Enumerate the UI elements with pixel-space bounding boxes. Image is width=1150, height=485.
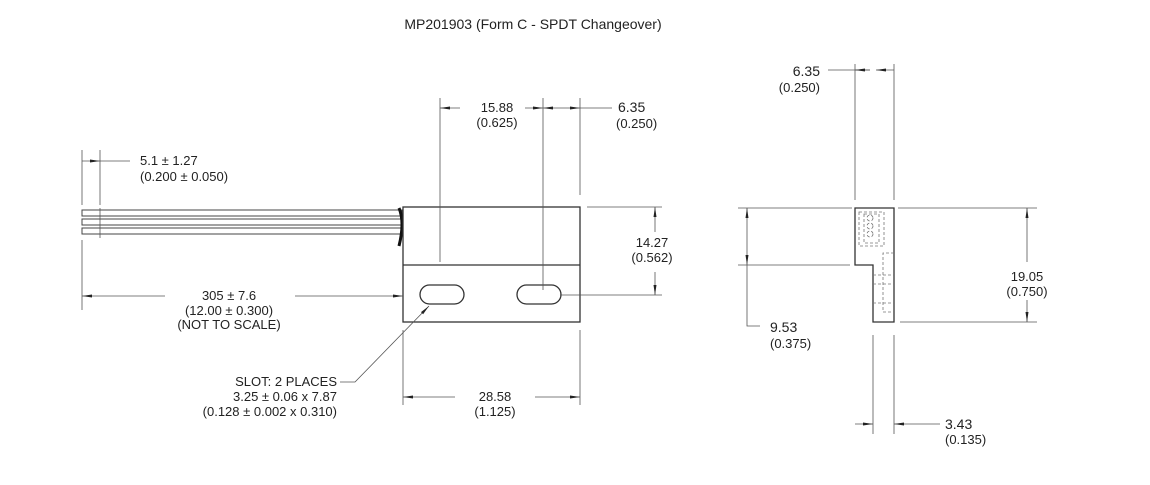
slot-spacing-mm: 15.88 <box>481 100 514 115</box>
side-profile <box>854 207 895 323</box>
side-width-in: (0.250) <box>779 80 820 95</box>
side-width-mm: 6.35 <box>793 63 820 79</box>
slot-height-in: (0.562) <box>631 250 672 265</box>
slot-note-line3: (0.128 ± 0.002 x 0.310) <box>203 404 337 419</box>
step-height-in: (0.375) <box>770 336 811 351</box>
lead-length-in: (12.00 ± 0.300) <box>185 303 273 318</box>
strip-length-mm: 5.1 ± 1.27 <box>140 153 198 168</box>
total-height-mm: 19.05 <box>1011 269 1044 284</box>
slot-spacing-in: (0.625) <box>476 115 517 130</box>
flange-in: (0.135) <box>945 432 986 447</box>
body-length-in: (1.125) <box>474 404 515 419</box>
step-height-mm: 9.53 <box>770 319 797 335</box>
slot-height-mm: 14.27 <box>636 235 669 250</box>
flange-mm: 3.43 <box>945 416 972 432</box>
slot-edge-mm: 6.35 <box>618 99 645 115</box>
lead-length-mm: 305 ± 7.6 <box>202 288 256 303</box>
body-length-mm: 28.58 <box>479 389 512 404</box>
strip-length-in: (0.200 ± 0.050) <box>140 169 228 184</box>
slot-note-line1: SLOT: 2 PLACES <box>235 374 337 389</box>
wire-leads <box>81 207 404 247</box>
slot-edge-in: (0.250) <box>616 116 657 131</box>
total-height-in: (0.750) <box>1006 284 1047 299</box>
drawing-title: MP201903 (Form C - SPDT Changeover) <box>404 16 661 32</box>
lead-length-note: (NOT TO SCALE) <box>177 317 280 332</box>
mounting-slot-right <box>516 284 562 305</box>
side-view: 6.35 (0.250) 9.53 (0.375) 19.05 (0.750) … <box>738 63 1048 447</box>
front-view: 5.1 ± 1.27 (0.200 ± 0.050) 305 ± 7.6 (12… <box>81 98 673 419</box>
slot-note-line2: 3.25 ± 0.06 x 7.87 <box>233 389 337 404</box>
mounting-slot-left <box>419 284 465 305</box>
